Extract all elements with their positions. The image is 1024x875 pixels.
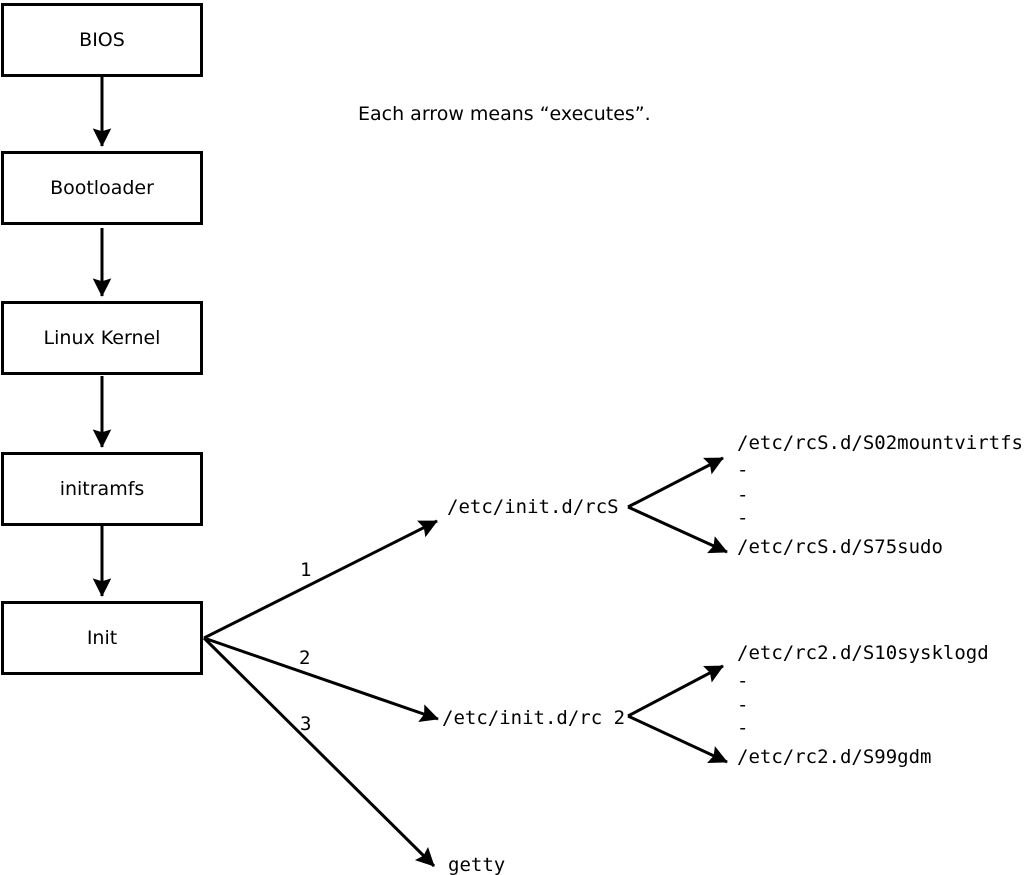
rc2-ellipsis-dash-2: - (737, 694, 749, 716)
box-linux-kernel-label: Linux Kernel (43, 326, 161, 349)
branch-number-3: 3 (300, 713, 312, 735)
box-bootloader-label: Bootloader (50, 176, 154, 199)
legend-note: Each arrow means “executes”. (358, 103, 651, 125)
arrow-rcs-to-s02mountvirtfs (627, 456, 724, 509)
branch-number-1: 1 (300, 559, 312, 581)
arrow-init-to-getty (202, 636, 436, 868)
arrow-rcs-to-s75sudo (627, 505, 728, 554)
box-linux-kernel: Linux Kernel (1, 301, 203, 375)
box-bootloader: Bootloader (1, 151, 203, 225)
box-init-label: Init (86, 626, 118, 649)
rcs-ellipsis-dash-1: - (737, 459, 749, 481)
label-rcs-s75sudo: /etc/rcS.d/S75sudo (737, 536, 943, 558)
arrow-rc2-to-s99gdm (627, 714, 728, 764)
label-etc-init-d-rc2: /etc/init.d/rc 2 (442, 707, 626, 729)
arrow-rc2-to-s10sysklogd (627, 664, 724, 718)
arrow-init-to-rcs (203, 519, 438, 640)
box-init: Init (1, 601, 203, 675)
box-bios: BIOS (1, 3, 203, 77)
label-rcs-s02mountvirtfs: /etc/rcS.d/S02mountvirtfs (737, 432, 1023, 454)
box-bios-label: BIOS (79, 28, 125, 51)
rcs-ellipsis-dash-2: - (737, 484, 749, 506)
rc2-ellipsis-dash-1: - (737, 670, 749, 692)
rc2-ellipsis-dash-3: - (737, 717, 749, 739)
label-getty: getty (448, 854, 506, 875)
arrow-init-to-rc2 (203, 636, 439, 723)
label-rc2-s99gdm: /etc/rc2.d/S99gdm (737, 746, 932, 768)
rcs-ellipsis-dash-3: - (737, 507, 749, 529)
box-initramfs-label: initramfs (59, 477, 145, 500)
label-rc2-s10sysklogd: /etc/rc2.d/S10sysklogd (737, 642, 989, 664)
branch-number-2: 2 (299, 647, 311, 669)
box-initramfs: initramfs (1, 452, 203, 526)
label-etc-init-d-rcs: /etc/init.d/rcS (447, 496, 619, 518)
